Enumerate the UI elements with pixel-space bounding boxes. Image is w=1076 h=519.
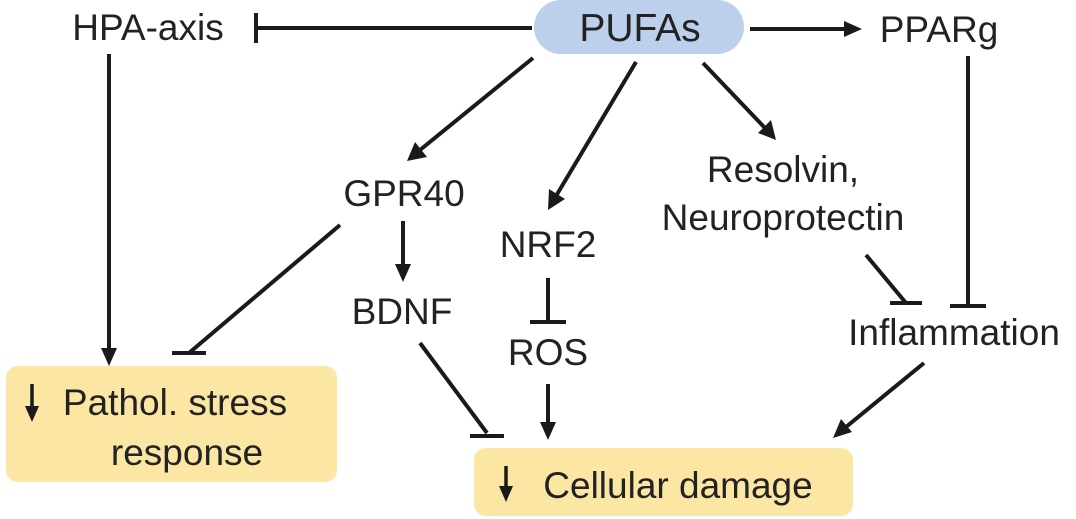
cellular-damage-box	[474, 448, 853, 516]
edge-pufas-to-pparg-arrowhead	[844, 21, 862, 37]
edge-pufas-to-resolvin-arrowhead	[758, 120, 776, 140]
edge-pufas-to-gpr40-arrowhead	[407, 142, 427, 161]
edge-hpa-to-pathol-arrowhead	[101, 348, 117, 366]
pathol-stress-response-box	[6, 366, 337, 482]
bdnf-label: BDNF	[352, 291, 453, 332]
pufas-node-bg	[534, 0, 744, 54]
edge-gpr40-inhibit-pathol	[187, 223, 342, 355]
damage-decrease-arrow-icon	[499, 486, 513, 502]
edge-pufas-to-nrf2	[554, 60, 638, 198]
inflammation-label: Inflammation	[848, 312, 1060, 353]
edge-bdnf-inhibit-damage	[418, 341, 489, 435]
gpr40-label: GPR40	[343, 173, 464, 214]
nrf2-label: NRF2	[500, 224, 597, 265]
edge-inflammation-to-damage	[844, 361, 926, 429]
resolvin-label-line2: Neuroprotectin	[662, 197, 905, 238]
ros-label: ROS	[508, 332, 588, 373]
pathol-label-line2: response	[111, 432, 263, 473]
pufas-label: PUFAs	[579, 7, 700, 50]
pathol-decrease-arrow-icon	[25, 406, 39, 422]
edge-ros-to-damage-arrowhead	[540, 422, 556, 440]
hpa-axis-label: HPA-axis	[72, 7, 223, 48]
edge-pufas-to-gpr40	[418, 56, 535, 152]
pathol-label-line1: Pathol. stress	[63, 382, 287, 423]
edge-inflammation-to-damage-arrowhead	[833, 419, 852, 438]
pparg-label: PPARg	[880, 9, 999, 50]
edge-pufas-to-nrf2-arrowhead	[548, 189, 565, 210]
edge-resolvin-inhibit-inflammation	[864, 253, 908, 305]
edge-gpr40-to-bdnf-arrowhead	[395, 264, 411, 282]
edge-pufas-to-resolvin	[701, 61, 767, 130]
resolvin-label-line1: Resolvin,	[707, 149, 859, 190]
cellular-damage-label: Cellular damage	[543, 465, 812, 506]
